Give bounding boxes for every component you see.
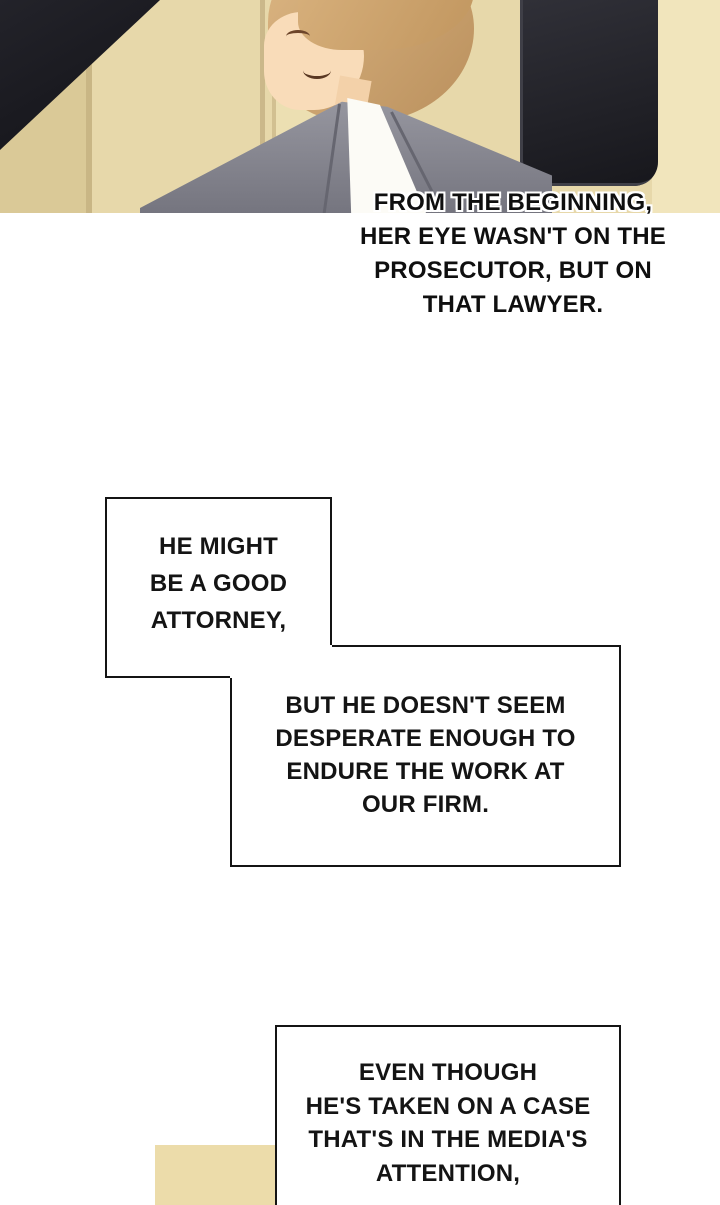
panel-illustration bbox=[0, 0, 720, 213]
caption-line: HER EYE WASN'T ON THE bbox=[360, 223, 666, 250]
speech-box-2 bbox=[230, 645, 621, 867]
speech-line: BE A GOOD bbox=[149, 570, 288, 597]
speech-box-2-text: BUT HE DOESN'T SEEM DESPERATE ENOUGH TO … bbox=[232, 689, 619, 821]
caption-line: THAT LAWYER. bbox=[422, 291, 604, 318]
office-background-right bbox=[652, 0, 720, 213]
speech-box-3 bbox=[275, 1025, 621, 1205]
speech-line: HE'S TAKEN ON A CASE bbox=[305, 1092, 591, 1120]
speech-line: HE MIGHT bbox=[159, 533, 278, 560]
speech-line: THAT'S IN THE MEDIA'S bbox=[308, 1126, 588, 1153]
smiling-mouth bbox=[303, 62, 331, 79]
cabinet-divider-line bbox=[272, 0, 276, 213]
cabinet-divider-line bbox=[86, 0, 92, 213]
narration-caption: FROM THE BEGINNING, HER EYE WASN'T ON TH… bbox=[357, 186, 669, 322]
speech-line: ATTORNEY, bbox=[150, 607, 287, 634]
caption-line: FROM THE BEGINNING, bbox=[373, 189, 653, 216]
speech-line: BUT HE DOESN'T SEEM bbox=[285, 692, 566, 719]
closed-eye bbox=[286, 30, 310, 43]
speech-box-join bbox=[230, 645, 332, 678]
cabinet-divider-line bbox=[260, 0, 265, 213]
speech-line: ENDURE THE WORK AT bbox=[286, 758, 565, 785]
speech-line: OUR FIRM. bbox=[361, 791, 490, 818]
office-chair bbox=[520, 0, 658, 186]
caption-line: PROSECUTOR, BUT ON bbox=[374, 257, 652, 284]
speech-line: ATTENTION, bbox=[375, 1159, 521, 1187]
speech-line: EVEN THOUGH bbox=[358, 1059, 538, 1086]
speech-box-3-text: EVEN THOUGH HE'S TAKEN ON A CASE THAT'S … bbox=[277, 1056, 619, 1190]
speech-line: DESPERATE ENOUGH TO bbox=[275, 725, 576, 752]
speech-box-1-text: HE MIGHT BE A GOOD ATTORNEY, bbox=[107, 528, 330, 639]
